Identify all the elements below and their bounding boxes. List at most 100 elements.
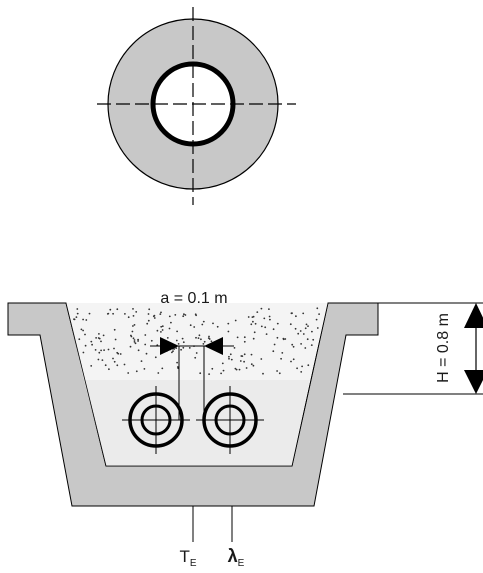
pipe-bedding-zone (84, 380, 310, 466)
trench-inner-outline (65, 302, 329, 467)
backfill-dot (234, 367, 237, 370)
backfill-dot (227, 330, 230, 333)
backfill-dot (137, 340, 140, 342)
pipe-cross-section (97, 7, 296, 205)
backfill-dot (114, 338, 117, 341)
backfill-dot (161, 325, 164, 328)
backfill-dot (132, 337, 135, 340)
buried-pipe-right (196, 386, 264, 454)
backfill-dot (88, 312, 91, 315)
backfill-dot (182, 341, 185, 344)
backfill-dot (233, 347, 236, 349)
backfill-dot (201, 323, 204, 326)
backfill-dot (280, 357, 282, 360)
backfill-dot (116, 351, 119, 354)
backfill-dot (252, 337, 255, 340)
backfill-dot (75, 316, 78, 318)
backfill-dot (147, 319, 150, 322)
backfill-dot (199, 372, 202, 375)
backfill-dot (135, 311, 138, 313)
backfill-dot (188, 347, 191, 349)
backfill-dot (251, 316, 254, 318)
backfill-dot (184, 314, 187, 316)
backfill-dot (189, 324, 192, 327)
backfill-dot (284, 338, 287, 340)
backfill-dot (176, 361, 179, 364)
backfill-dot (301, 365, 303, 368)
backfill-dot (82, 318, 84, 321)
temperature-label: TE (179, 547, 196, 569)
backfill-dot (98, 333, 100, 335)
backfill-dot (176, 366, 179, 368)
backfill-dot (247, 316, 250, 318)
backfill-dot (263, 317, 266, 320)
backfill-dot (124, 313, 126, 315)
backfill-dot (195, 336, 197, 339)
backfill-dot (119, 353, 122, 355)
backfill-dot (146, 322, 149, 325)
backfill-dot (82, 351, 85, 354)
backfill-dot (222, 369, 225, 372)
backfill-dot (307, 364, 310, 367)
backfill-dot (148, 308, 151, 311)
backfill-dot (260, 358, 263, 360)
backfill-dot (250, 323, 253, 326)
depth-arrow-up (464, 303, 483, 328)
backfill-dot (198, 334, 201, 337)
backfill-dot (197, 337, 200, 339)
backfill-dot (297, 332, 300, 335)
backfill-dot (100, 340, 102, 343)
backfill-dot (194, 313, 197, 316)
backfill-dot (240, 355, 243, 357)
conductivity-label: λE (228, 546, 245, 569)
backfill-dot (253, 331, 256, 334)
backfill-dot (107, 348, 110, 351)
backfill-dot (116, 308, 119, 311)
backfill-dot (107, 312, 110, 315)
backfill-dot (147, 313, 150, 315)
backfill-dot (100, 349, 102, 352)
backfill-dot (243, 360, 246, 363)
conductivity-symbol: λ (228, 546, 238, 566)
backfill-dot (153, 317, 156, 319)
backfill-dot (116, 364, 119, 367)
backfill-dot (109, 308, 112, 311)
backfill-dot (76, 308, 79, 310)
backfill-dot (132, 325, 134, 327)
backfill-dot (132, 315, 135, 317)
spacing-arrow-left (204, 337, 223, 355)
backfill-dot (252, 320, 254, 323)
backfill-dot (97, 337, 100, 339)
backfill-dot (160, 325, 163, 328)
temperature-symbol: T (179, 547, 189, 566)
backfill-dot (182, 346, 185, 349)
backfill-dot (304, 327, 307, 330)
backfill-dot (168, 327, 171, 330)
backfill-dot (272, 350, 275, 353)
backfill-dot (112, 357, 114, 360)
backfill-dot (90, 340, 93, 343)
backfill-dot (252, 364, 255, 367)
backfill-dot (84, 333, 86, 336)
backfill-dot (177, 343, 180, 345)
backfill-dot (268, 308, 270, 310)
backfill-dot (307, 325, 309, 327)
backfill-dots (73, 307, 320, 375)
backfill-dot (150, 339, 153, 342)
backfill-dot (210, 340, 213, 343)
backfill-dot (228, 357, 230, 360)
backfill-dot (294, 327, 297, 330)
soil-properties: TE λE (179, 506, 245, 569)
backfill-dot (265, 333, 268, 335)
backfill-dot (108, 368, 110, 371)
backfill-zone (66, 303, 328, 380)
backfill-dot (173, 348, 176, 350)
backfill-dot (135, 370, 138, 373)
backfill-dot (80, 328, 83, 331)
backfill-dot (273, 343, 276, 346)
backfill-dot (236, 336, 239, 339)
backfill-dot (144, 343, 147, 346)
backfill-dot (91, 343, 93, 346)
conductivity-subscript: E (238, 558, 245, 569)
backfill-dot (296, 367, 298, 370)
